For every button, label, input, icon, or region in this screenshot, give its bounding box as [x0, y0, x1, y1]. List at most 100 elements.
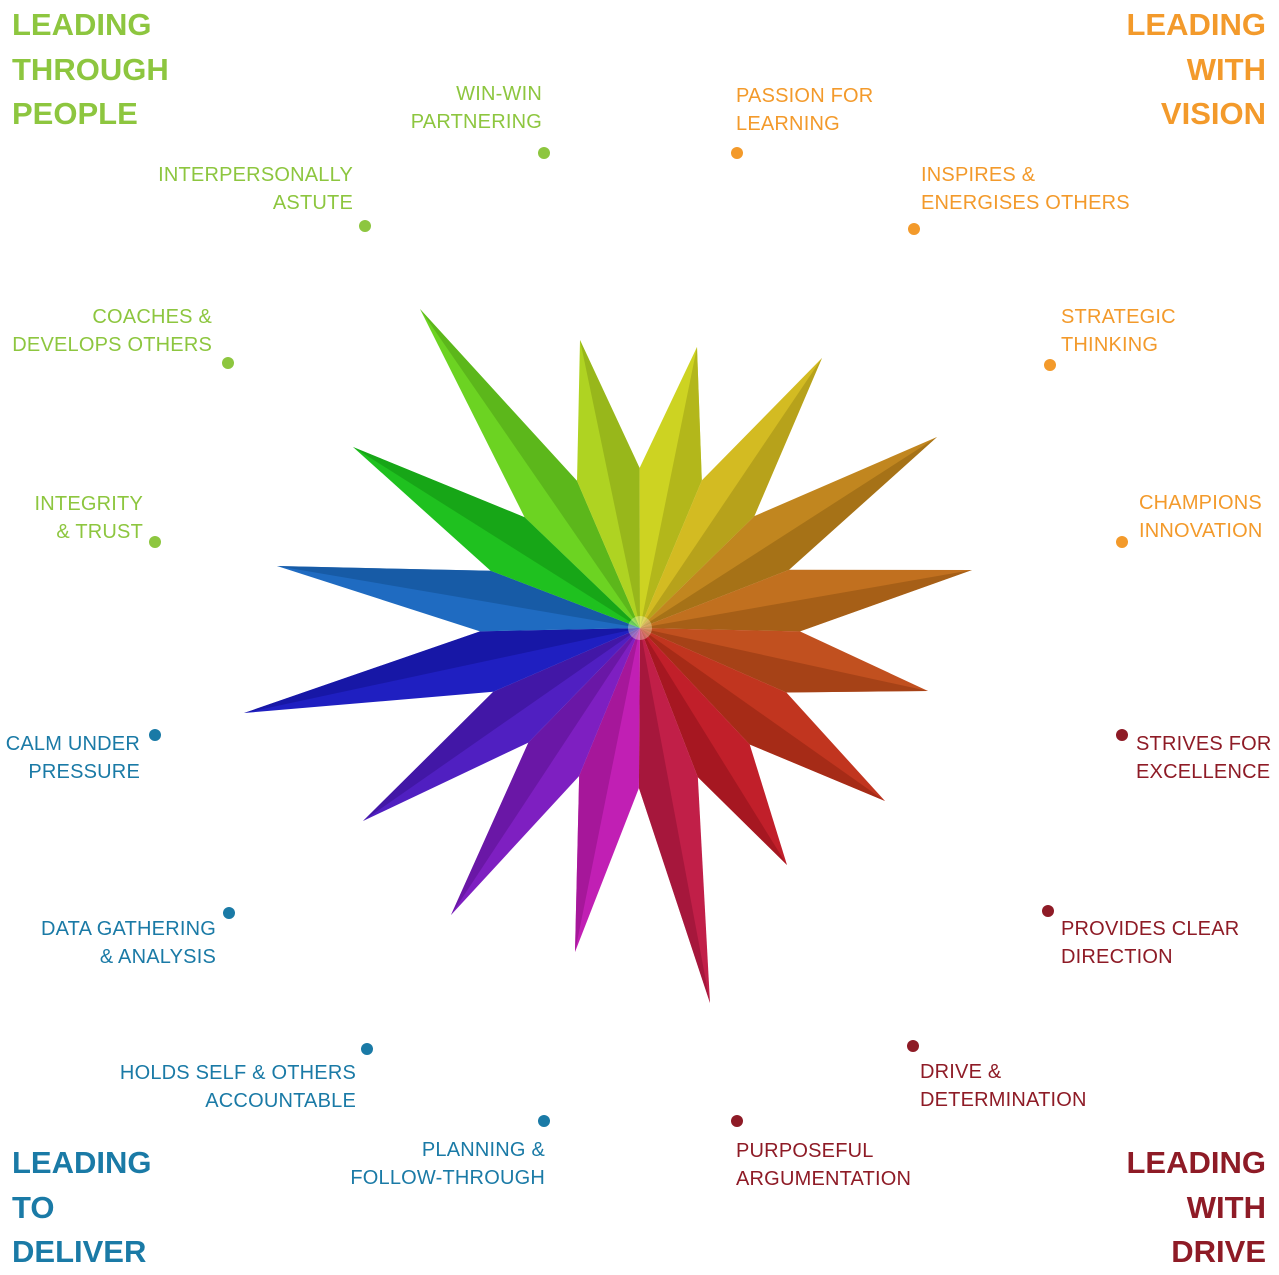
star-spike-shade	[640, 358, 822, 628]
star-spike-shade	[640, 437, 937, 628]
label-line: PURPOSEFUL	[736, 1140, 874, 1162]
heading-leading-to-deliver: LEADING TO DELIVER	[12, 1141, 152, 1275]
heading-line: LEADING	[1126, 7, 1267, 42]
heading-leading-with-vision: LEADING WITH VISION	[1127, 3, 1267, 137]
label-line: ACCOUNTABLE	[205, 1090, 356, 1112]
star-spike-shade	[580, 340, 640, 628]
label-data-gathering-analysis: DATA GATHERING & ANALYSIS	[41, 915, 216, 971]
bullet-dot	[1042, 905, 1054, 917]
heading-leading-with-drive: LEADING WITH DRIVE	[1127, 1141, 1267, 1275]
label-line: FOLLOW-THROUGH	[350, 1167, 545, 1189]
label-line: INNOVATION	[1139, 520, 1263, 542]
label-line: WIN-WIN	[456, 83, 542, 105]
star-spike-shade	[640, 628, 928, 693]
star-spike-shade	[363, 628, 640, 821]
bullet-dot	[359, 220, 371, 232]
star-spike-shade	[638, 628, 710, 1003]
heading-line: LEADING	[1126, 1145, 1267, 1180]
label-line: PASSION FOR	[736, 85, 874, 107]
label-line: THINKING	[1061, 334, 1159, 356]
label-line: DRIVE &	[920, 1061, 1002, 1083]
bullet-dot	[538, 147, 550, 159]
label-line: DEVELOPS OTHERS	[12, 334, 212, 356]
heading-line: VISION	[1160, 96, 1266, 131]
bullet-dot	[1116, 729, 1128, 741]
label-line: ASTUTE	[272, 192, 353, 214]
label-holds-self-others-accountable: HOLDS SELF & OTHERS ACCOUNTABLE	[120, 1059, 356, 1115]
star-spike-shade	[640, 628, 787, 865]
label-line: COACHES &	[92, 306, 212, 328]
heading-line: TO	[12, 1189, 55, 1225]
label-strives-for-excellence: STRIVES FOR EXCELLENCE	[1136, 730, 1272, 786]
heading-line: DRIVE	[1171, 1234, 1266, 1269]
label-planning-follow-through: PLANNING & FOLLOW-THROUGH	[350, 1136, 545, 1192]
star-spike-shade	[640, 570, 972, 632]
bullet-dot	[907, 1040, 919, 1052]
star-spike-shade	[451, 628, 640, 915]
star-spike-shade	[277, 566, 640, 628]
label-line: INTEGRITY	[34, 493, 143, 515]
label-line: & TRUST	[56, 521, 143, 543]
bullet-dot	[149, 536, 161, 548]
heading-line: LEADING	[12, 7, 152, 42]
star-spike	[577, 340, 640, 628]
star-centre	[628, 616, 652, 640]
label-line: EXCELLENCE	[1136, 761, 1271, 783]
label-line: STRIVES FOR	[1136, 733, 1272, 755]
label-line: PARTNERING	[410, 111, 542, 133]
label-inspires-energises-others: INSPIRES & ENERGISES OTHERS	[921, 161, 1130, 217]
label-line: CHAMPIONS	[1139, 492, 1262, 514]
label-strategic-thinking: STRATEGIC THINKING	[1061, 303, 1176, 359]
star-spike-shade	[420, 309, 640, 628]
heading-line: THROUGH	[12, 51, 169, 87]
label-line: ARGUMENTATION	[736, 1168, 912, 1190]
label-drive-determination: DRIVE & DETERMINATION	[920, 1058, 1087, 1114]
heading-leading-through-people: LEADING THROUGH PEOPLE	[12, 3, 169, 137]
label-interpersonally-astute: INTERPERSONALLY ASTUTE	[158, 161, 353, 217]
heading-line: LEADING	[12, 1145, 152, 1180]
label-line: HOLDS SELF & OTHERS	[119, 1062, 356, 1084]
star-spike	[277, 566, 640, 632]
label-line: & ANALYSIS	[99, 946, 216, 968]
bullet-dot	[222, 357, 234, 369]
bullet-dot	[908, 223, 920, 235]
label-line: PRESSURE	[28, 761, 140, 783]
heading-line: DELIVER	[12, 1234, 147, 1269]
label-line: INSPIRES &	[921, 164, 1036, 186]
label-line: STRATEGIC	[1061, 306, 1176, 328]
bullet-dot	[538, 1115, 550, 1127]
star-spike-shade	[244, 628, 640, 713]
label-line: ENERGISES OTHERS	[921, 192, 1130, 214]
bullet-dot	[1116, 536, 1128, 548]
label-line: PROVIDES CLEAR	[1061, 918, 1240, 940]
bullet-dot	[149, 729, 161, 741]
label-line: DATA GATHERING	[40, 918, 216, 940]
label-champions-innovation: CHAMPIONS INNOVATION	[1139, 489, 1262, 545]
label-integrity-trust: INTEGRITY & TRUST	[35, 490, 143, 546]
bullet-dot	[731, 147, 743, 159]
label-calm-under-pressure: CALM UNDER PRESSURE	[6, 730, 140, 786]
label-line: PLANNING &	[421, 1139, 545, 1161]
label-provides-clear-direction: PROVIDES CLEAR DIRECTION	[1061, 915, 1239, 971]
heading-line: PEOPLE	[12, 96, 138, 131]
star-spike-shade	[353, 447, 640, 628]
label-win-win-partnering: WIN-WIN PARTNERING	[411, 80, 542, 136]
label-line: INTERPERSONALLY	[158, 164, 353, 186]
bullet-dot	[731, 1115, 743, 1127]
label-coaches-develops-others: COACHES & DEVELOPS OTHERS	[12, 303, 212, 359]
bullet-dot	[223, 907, 235, 919]
label-line: DIRECTION	[1061, 946, 1173, 968]
star-spike-shade	[575, 628, 640, 952]
label-line: DETERMINATION	[920, 1089, 1087, 1111]
star-spike-shade	[640, 347, 702, 628]
label-line: CALM UNDER	[5, 733, 140, 755]
heading-line: WITH	[1186, 51, 1266, 87]
heading-line: WITH	[1186, 1189, 1266, 1225]
label-passion-for-learning: PASSION FOR LEARNING	[736, 82, 873, 138]
label-purposeful-argumentation: PURPOSEFUL ARGUMENTATION	[736, 1137, 911, 1193]
label-line: LEARNING	[736, 113, 840, 135]
star-spike-shade	[640, 628, 885, 801]
bullet-dot	[361, 1043, 373, 1055]
bullet-dot	[1044, 359, 1056, 371]
